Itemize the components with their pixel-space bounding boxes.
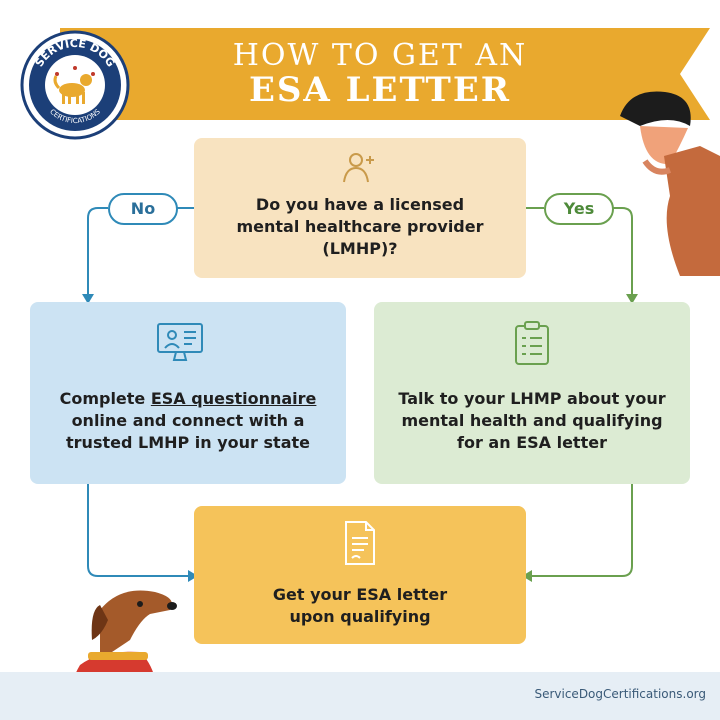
healthcare-provider-icon: [343, 153, 374, 183]
no-path-line3: trusted LMHP in your state: [66, 433, 310, 452]
yes-path-line2: mental health and qualifying: [401, 411, 663, 430]
no-branch-label: No: [108, 193, 178, 225]
no-path-line1-prefix: Complete: [59, 389, 151, 408]
logo-bottom-text: CERTIFICATIONS: [48, 107, 102, 125]
yes-path-text: Talk to your LHMP about your mental heal…: [374, 388, 690, 454]
logo-top-text: SERVICE DOG: [33, 37, 118, 69]
question-line3: (LMHP)?: [322, 239, 398, 258]
yes-path-box: Talk to your LHMP about your mental heal…: [374, 302, 690, 484]
yes-branch-label: Yes: [544, 193, 614, 225]
logo-text: SERVICE DOG CERTIFICATIONS: [33, 37, 118, 125]
question-text: Do you have a licensed mental healthcare…: [194, 194, 526, 260]
no-path-text: Complete ESA questionnaire online and co…: [30, 388, 346, 454]
no-path-box: Complete ESA questionnaire online and co…: [30, 302, 346, 484]
yes-path-line3: for an ESA letter: [457, 433, 607, 452]
page-title-line2: ESA LETTER: [248, 70, 512, 110]
result-line2: upon qualifying: [289, 607, 431, 626]
thinking-person-illustration: [620, 91, 720, 276]
footer-website-url[interactable]: ServiceDogCertifications.org: [534, 687, 706, 701]
question-line1: Do you have a licensed: [255, 195, 465, 214]
result-box: Get your ESA letter upon qualifying: [194, 506, 526, 644]
yes-path-line1: Talk to your LHMP about your: [398, 389, 666, 408]
svg-text:CERTIFICATIONS: CERTIFICATIONS: [48, 107, 102, 125]
no-path-line2: online and connect with a: [71, 411, 305, 430]
question-line2: mental healthcare provider: [236, 217, 484, 236]
document-letter-icon: [345, 521, 375, 565]
header-banner: [60, 28, 710, 120]
footer-bar: [0, 672, 720, 720]
no-path-line1: Complete ESA questionnaire: [30, 388, 346, 410]
clipboard-checklist-icon: [515, 321, 549, 365]
page-title-line1: HOW TO GET AN: [232, 38, 528, 73]
result-text: Get your ESA letter upon qualifying: [194, 584, 526, 628]
svg-text:SERVICE DOG: SERVICE DOG: [33, 37, 118, 69]
esa-questionnaire-link[interactable]: ESA questionnaire: [150, 389, 317, 408]
service-dog-certifications-logo: [20, 30, 130, 140]
question-box: Do you have a licensed mental healthcare…: [194, 138, 526, 278]
online-questionnaire-icon: [157, 323, 203, 361]
result-line1: Get your ESA letter: [272, 585, 448, 604]
